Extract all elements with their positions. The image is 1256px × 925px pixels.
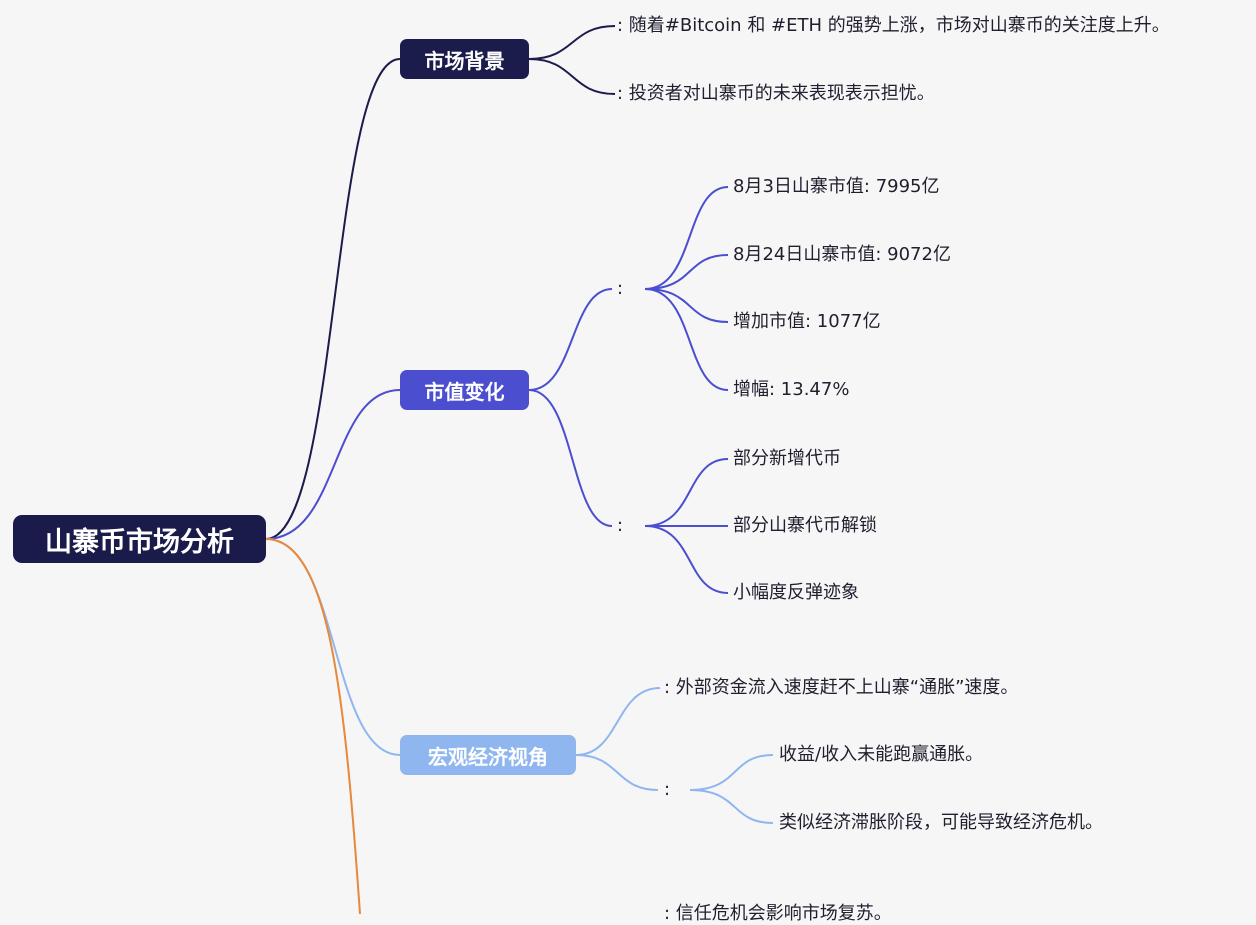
subnode-mcap-2[interactable]: :: [617, 515, 624, 536]
link-mcap2-c: [644, 525, 729, 594]
leaf-trust-crisis[interactable]: : 信任危机会影响市场复苏。: [664, 903, 892, 924]
link-macro-2: [575, 754, 659, 791]
link-root-market-bg: [265, 58, 401, 540]
leaf-macro-income[interactable]: 收益/收入未能跑赢通胀。: [779, 744, 984, 765]
link-bg-1: [528, 25, 616, 60]
leaf-mcap-unlock[interactable]: 部分山寨代币解锁: [733, 515, 877, 536]
branch-market-cap-change[interactable]: 市值变化: [400, 370, 529, 410]
leaf-macro-stagflation[interactable]: 类似经济滞胀阶段，可能导致经济危机。: [779, 812, 1103, 833]
link-macro-1: [575, 687, 661, 756]
branch-market-background[interactable]: 市场背景: [400, 39, 529, 79]
leaf-mcap-rebound[interactable]: 小幅度反弹迹象: [733, 582, 859, 603]
link-macro2-b: [689, 789, 774, 824]
link-mcap-2: [528, 389, 613, 527]
leaf-mcap-aug3[interactable]: 8月3日山寨市值: 7995亿: [733, 176, 940, 197]
branch-macro-perspective[interactable]: 宏观经济视角: [400, 735, 576, 775]
link-mcap2-a: [644, 458, 729, 527]
root-node[interactable]: 山寨币市场分析: [13, 515, 266, 563]
link-macro2-a: [689, 754, 774, 791]
subnode-mcap-1[interactable]: :: [617, 278, 624, 299]
link-mcap1-c: [644, 288, 729, 323]
leaf-bg-2[interactable]: : 投资者对山寨币的未来表现表示担忧。: [617, 83, 935, 104]
link-root-trust: [265, 538, 361, 914]
leaf-mcap-aug24[interactable]: 8月24日山寨市值: 9072亿: [733, 244, 951, 265]
link-root-macro: [265, 538, 401, 756]
link-root-mcap: [265, 389, 401, 540]
link-mcap1-b: [644, 254, 729, 290]
link-mcap1-d: [644, 288, 729, 391]
link-bg-2: [528, 58, 616, 95]
leaf-mcap-new-tokens[interactable]: 部分新增代币: [733, 448, 841, 469]
leaf-mcap-growth[interactable]: 增幅: 13.47%: [733, 379, 850, 400]
leaf-bg-1[interactable]: : 随着#Bitcoin 和 #ETH 的强势上涨，市场对山寨币的关注度上升。: [617, 15, 1170, 36]
link-mcap1-a: [644, 186, 729, 290]
leaf-mcap-increase[interactable]: 增加市值: 1077亿: [733, 311, 881, 332]
leaf-macro-1[interactable]: : 外部资金流入速度赶不上山寨“通胀”速度。: [664, 677, 1019, 698]
subnode-macro-2[interactable]: :: [664, 779, 671, 800]
link-mcap-1: [528, 288, 613, 391]
